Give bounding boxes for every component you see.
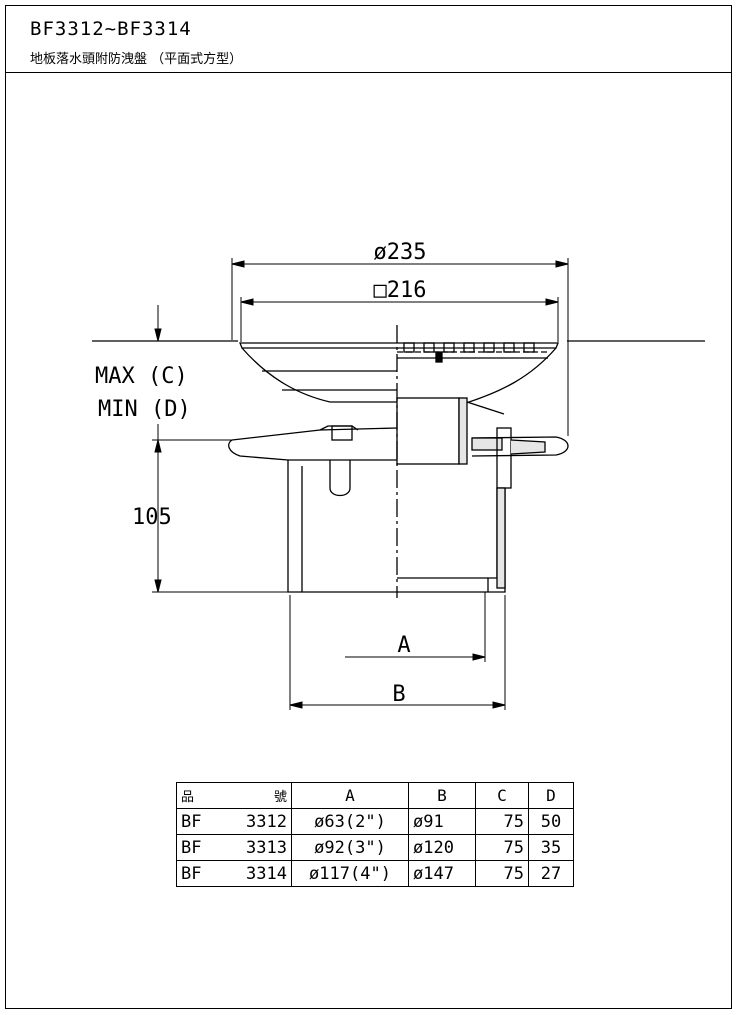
table-row: BF 3314 ø117(4") ø147 75 27 [176,860,574,887]
inner-sleeve [396,397,505,465]
model-prefix: BF [181,811,202,832]
grate-slots [403,342,535,363]
dim-height: 105 [132,505,172,530]
table-row: BF 3313 ø92(3") ø120 75 35 [176,834,574,861]
dim-a: A [397,633,410,658]
model-prefix: BF [181,863,202,884]
dimension-lines [152,258,569,710]
model-prefix: BF [181,837,202,858]
spec-table: 品 號 A B C D BF 3312 ø63(2") ø91 75 50 BF… [176,782,574,887]
cell-d: 50 [528,808,574,835]
floor-drain-cross-section: ø235 □216 MAX (C) MIN (D) 105 A B [92,240,705,710]
table-header-row: 品 號 A B C D [176,782,574,809]
model-number: 3314 [246,863,287,884]
model-range-title: BF3312~BF3314 [30,18,192,40]
model-number: 3312 [246,811,287,832]
cell-c: 75 [475,834,529,861]
model-number: 3313 [246,837,287,858]
cell-c: 75 [475,808,529,835]
waterproof-flange [228,425,569,497]
header-d: D [528,782,574,809]
product-name: 地板落水頭附防洩盤 （平面式方型） [30,52,243,67]
header-c: C [475,782,529,809]
label-max: MAX (C) [95,364,188,389]
header-divider [5,72,732,73]
dim-b: B [392,682,405,707]
cell-a: ø117(4") [291,860,409,887]
label-min: MIN (D) [98,397,191,422]
header-a: A [291,782,409,809]
dim-outer-diameter: ø235 [374,240,427,265]
cell-b: ø91 [408,808,476,835]
cell-a: ø63(2") [291,808,409,835]
cell-d: 35 [528,834,574,861]
header-model: 品 號 [176,782,292,809]
cell-b: ø120 [408,834,476,861]
cell-b: ø147 [408,860,476,887]
dim-square: □216 [374,278,427,303]
cell-a: ø92(3") [291,834,409,861]
table-row: BF 3312 ø63(2") ø91 75 50 [176,808,574,835]
cell-c: 75 [475,860,529,887]
drawing-frame [5,5,732,1009]
header-b: B [408,782,476,809]
cell-d: 27 [528,860,574,887]
